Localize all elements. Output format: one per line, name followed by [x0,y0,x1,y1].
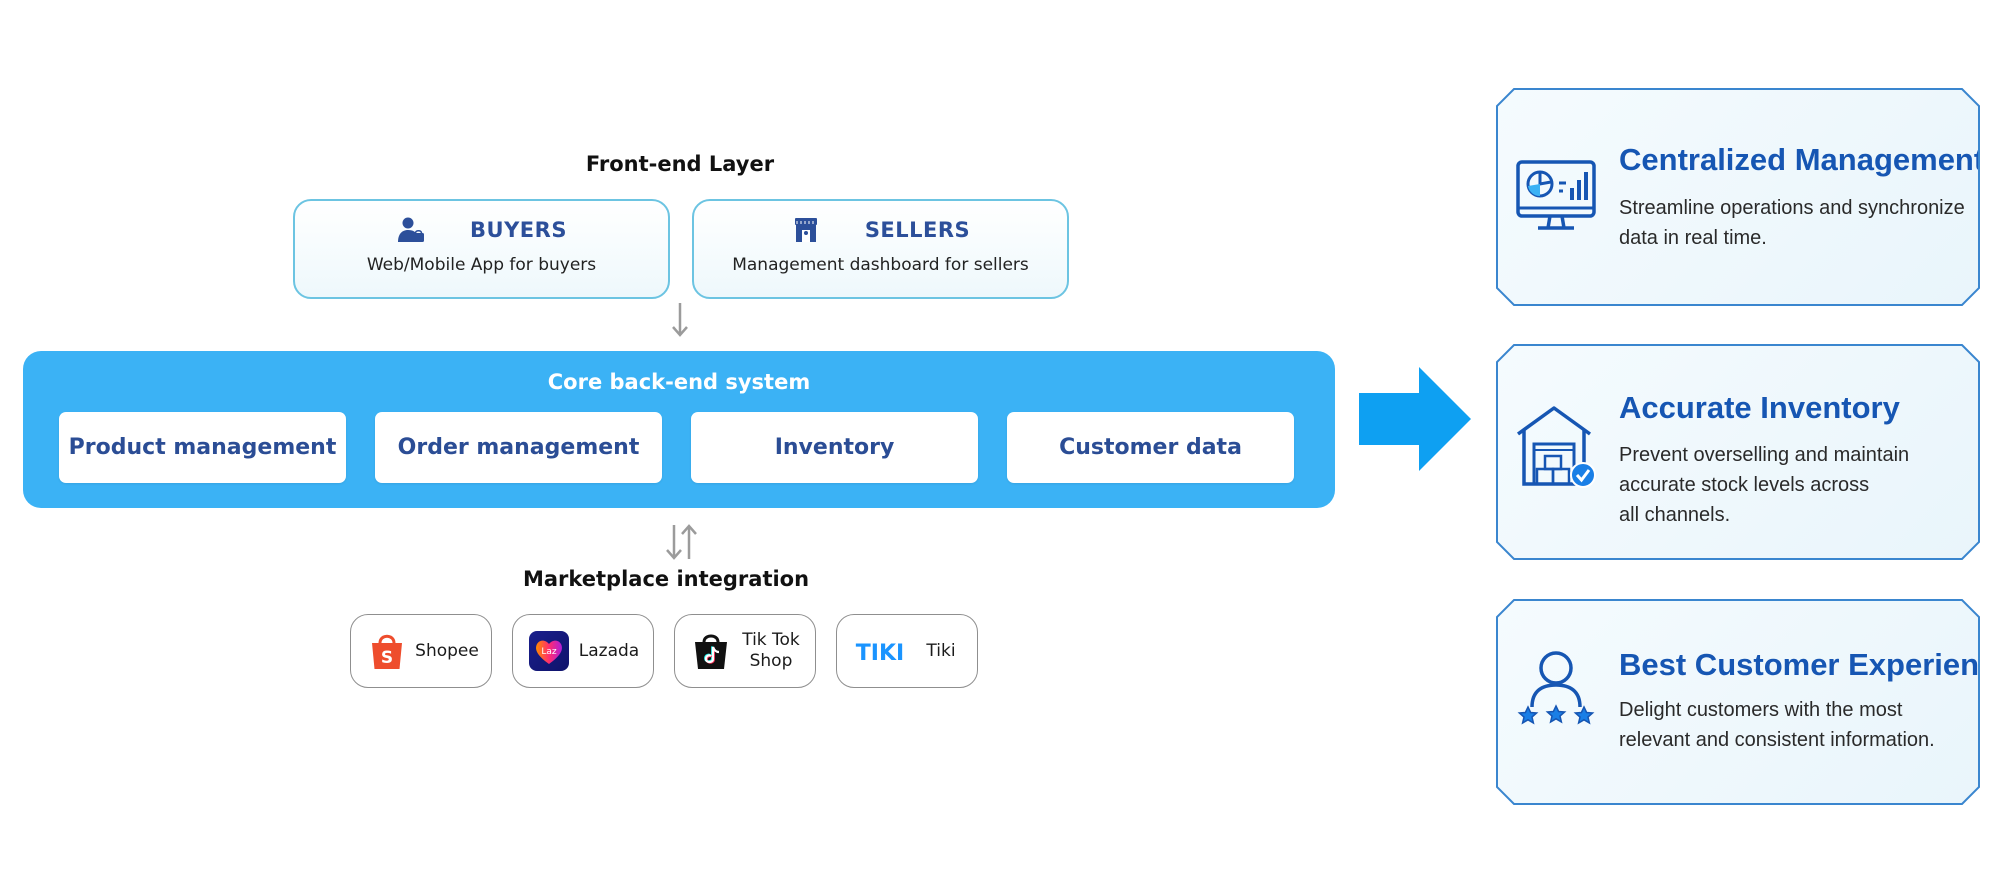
benefit-description: Prevent overselling and maintain accurat… [1619,444,1910,526]
seller-store-icon [794,218,817,242]
core-backend-system: Core back-end system Product management … [23,351,1335,508]
dashboard-monitor-icon [1514,156,1598,240]
marketplace-shopee: S Shopee [350,614,492,688]
benefit-card-centralized-management: Centralized Management Streamline operat… [1496,88,1980,306]
tiktok-shop-logo [695,634,727,669]
bidirectional-arrow-icon [666,524,697,560]
benefit-title: Best Customer Experience [1619,647,1999,682]
lazada-label: Lazada [578,640,640,661]
lazada-logo: Laz [529,631,569,671]
buyer-user-icon [398,217,425,242]
buyers-title: BUYERS [470,218,567,242]
benefit-card-accurate-inventory: Accurate Inventory Prevent overselling a… [1496,344,1980,560]
svg-text:S: S [381,648,393,668]
tiktok-shop-label: Tik Tok Shop [742,630,800,671]
marketplace-title: Marketplace integration [522,567,810,591]
buyers-card: BUYERS Web/Mobile App for buyers [293,199,670,299]
inventory-module: Inventory [691,412,978,483]
svg-text:Laz: Laz [541,647,557,657]
sellers-title: SELLERS [864,218,971,242]
big-right-arrow-icon [1359,367,1471,471]
warehouse-check-icon [1514,404,1598,488]
tiki-logo: TIKI [856,641,904,666]
sellers-card: SELLERS Management dashboard for sellers [692,199,1069,299]
down-arrow-icon [672,303,688,337]
marketplace-lazada: Laz Lazada [512,614,654,688]
benefit-description: Delight customers with the most relevant… [1619,699,1935,751]
shopee-label: Shopee [415,640,479,661]
marketplace-tiktok-shop: Tik Tok Shop [674,614,816,688]
benefit-description: Streamline operations and synchronize da… [1619,197,1965,249]
frontend-layer-title: Front-end Layer [585,152,775,176]
benefit-card-best-customer-experience: Best Customer Experience Delight custome… [1496,599,1980,805]
shopee-logo: S [372,634,402,669]
benefit-title: Accurate Inventory [1619,390,1900,425]
tiki-label: Tiki [926,640,956,661]
customer-data-module: Customer data [1007,412,1294,483]
core-title: Core back-end system [547,370,811,394]
sellers-subtitle: Management dashboard for sellers [732,255,1029,275]
order-management-module: Order management [375,412,662,483]
buyers-subtitle: Web/Mobile App for buyers [366,255,597,275]
benefit-title: Centralized Management [1619,142,1985,177]
svg-text:TIKI: TIKI [856,641,904,666]
marketplace-tiki: TIKI Tiki [836,614,978,688]
customer-rating-icon [1514,649,1598,733]
product-management-module: Product management [59,412,346,483]
